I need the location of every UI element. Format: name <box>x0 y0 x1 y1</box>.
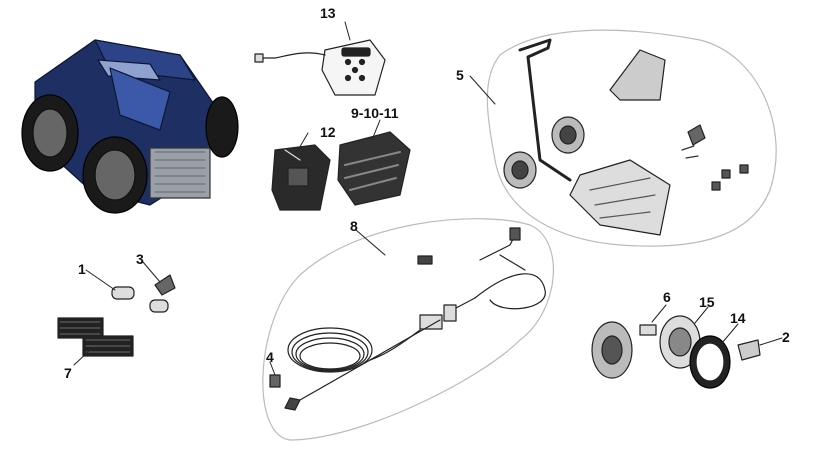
callout-4: 4 <box>266 349 274 365</box>
callout-5: 5 <box>456 67 464 83</box>
callout-8: 8 <box>350 218 358 234</box>
callout-leader-lines <box>73 21 783 376</box>
callout-9-10-11: 9-10-11 <box>351 105 399 121</box>
brush-pads-illustration <box>57 317 134 357</box>
callout-13: 13 <box>320 5 336 21</box>
filter-basket-illustration <box>271 144 331 211</box>
callout-6: 6 <box>663 289 671 305</box>
cable-connector-part-illustration <box>269 374 281 388</box>
power-supply-illustration <box>254 39 386 96</box>
callout-12: 12 <box>320 124 336 140</box>
callout-14: 14 <box>730 310 746 326</box>
callout-7: 7 <box>64 365 72 381</box>
callout-15: 15 <box>699 294 715 310</box>
callout-3: 3 <box>136 251 144 267</box>
cable-group-outline <box>262 218 554 441</box>
filter-canister-illustration <box>337 131 411 206</box>
callout-1: 1 <box>78 261 86 277</box>
caddy-cart-illustration <box>503 38 749 236</box>
swivel-parts-illustration <box>111 274 176 313</box>
robot-cleaner-illustration <box>21 39 239 214</box>
caddy-group-outline <box>486 29 777 247</box>
wheel-kit-illustration <box>591 315 761 389</box>
floating-cable-illustration <box>284 227 546 411</box>
callout-2: 2 <box>782 329 790 345</box>
